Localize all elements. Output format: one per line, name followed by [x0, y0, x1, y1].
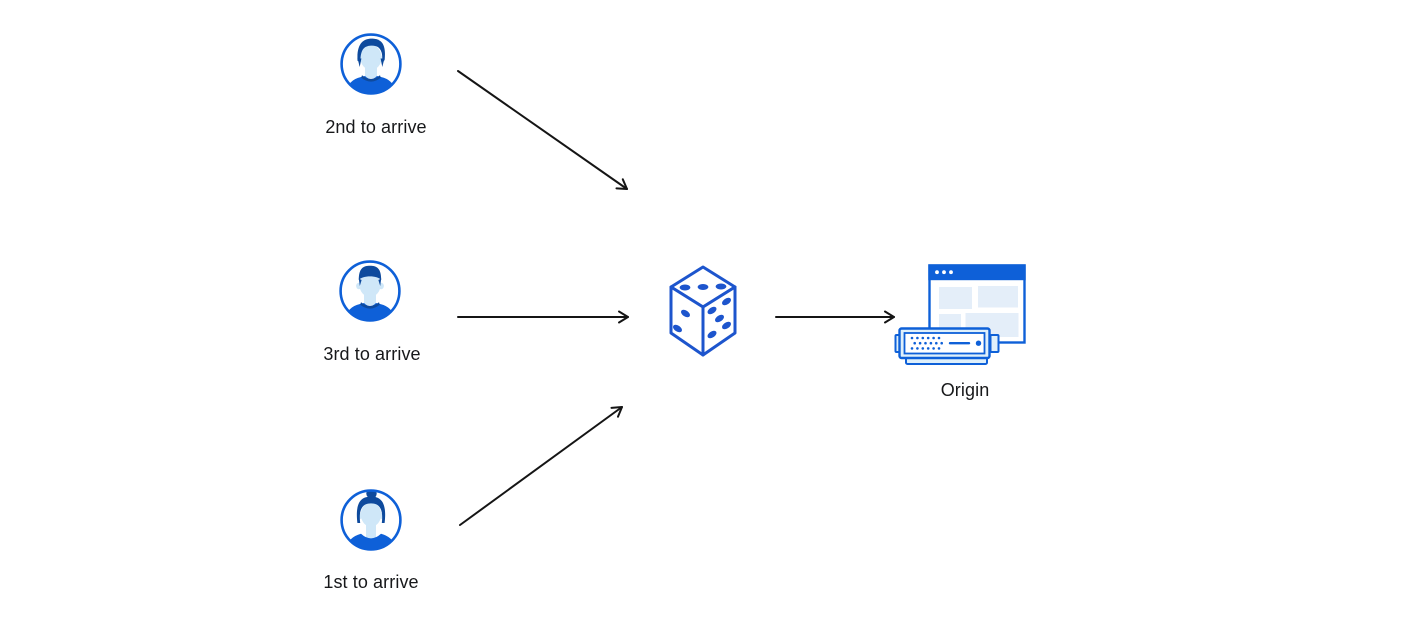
browser-dot-icon: [942, 270, 946, 275]
client-label-2nd: 2nd to arrive: [325, 117, 427, 137]
man-swept-hair-avatar-icon: [340, 33, 402, 95]
man-short-hair-avatar-icon: [339, 260, 401, 322]
server-appliance: [894, 327, 1000, 365]
dice-icon: [669, 265, 737, 357]
client-label-3rd: 3rd to arrive: [323, 344, 421, 364]
browser-dot-icon: [935, 270, 939, 275]
arrow-client-1st-to-dice: [459, 406, 623, 526]
server-vent-dots: [910, 336, 943, 350]
origin-server-icon: [894, 264, 1026, 365]
client-label-1st: 1st to arrive: [323, 572, 419, 592]
arrow-client-2nd-to-dice: [457, 70, 628, 190]
origin-label: Origin: [940, 380, 990, 400]
server-led-dot: [975, 340, 982, 346]
browser-dot-icon: [949, 270, 953, 275]
woman-bun-hair-avatar-icon: [340, 489, 402, 551]
browser-title-bar: [928, 264, 1026, 281]
